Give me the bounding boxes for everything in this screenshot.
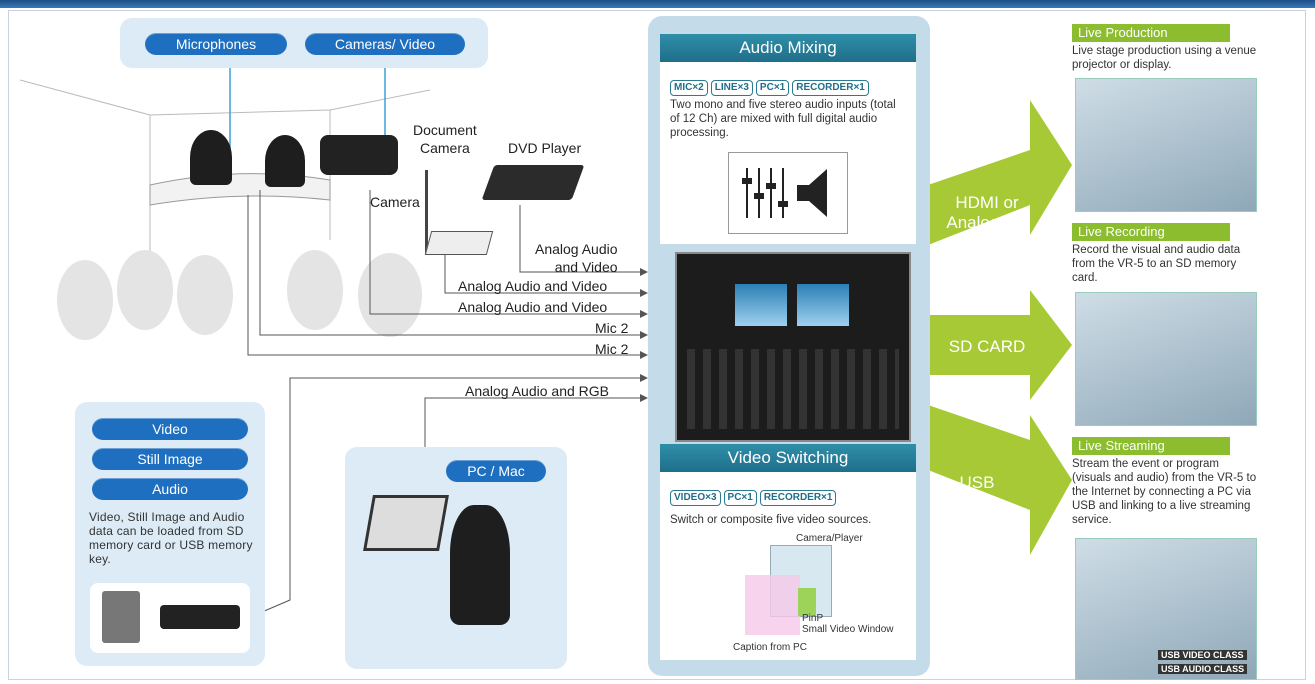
live-streaming-title: Live Streaming [1072,437,1230,455]
live-production-title: Live Production [1072,24,1230,42]
connection-label-mic-b: Mic 2 [595,341,629,357]
camera-label: Camera [370,194,420,210]
presenter-figure [190,130,232,185]
document-camera-label: Document Camera [413,122,477,156]
live-recording-photo [1075,292,1257,426]
tag-video: VIDEO×3 [670,490,721,506]
usb-audio-class-badge: USB AUDIO CLASS [1158,664,1248,674]
usb-video-class-badge: USB VIDEO CLASS [1158,650,1247,660]
output-arrow-hdmi: HDMI or Analog SD [946,193,1028,232]
tag-line: LINE×3 [710,80,753,96]
connection-label-doccam: Analog Audio and Video [458,278,608,294]
dvd-player-label: DVD Player [508,140,582,156]
media-still-image-label: Still Image [92,448,248,470]
video-switching-description: Switch or composite five video sources. [670,514,872,526]
tag-pc: PC×1 [755,80,790,96]
presenter-figure [265,135,305,187]
dvd-player-icon [481,165,585,200]
composite-layers-illustration [720,540,840,650]
connection-label-dvd: Analog Audio and Video [535,241,618,275]
tag-recorder: RECORDER×1 [792,80,869,96]
diagram-frame [8,10,1306,680]
vr5-device-image [675,252,911,442]
audio-mixing-title: Audio Mixing [660,34,916,62]
tag-pc: PC×1 [723,490,757,506]
live-production-photo [1075,78,1257,212]
live-recording-description: Record the visual and audio data from th… [1072,244,1241,284]
laptop-icon [363,495,449,551]
callout-caption-from-pc: Caption from PC [733,642,807,653]
live-production-description: Live stage production using a venue proj… [1072,45,1257,71]
cameras-video-label: Cameras/ Video [305,33,465,55]
pc-mac-label: PC / Mac [446,460,546,482]
tag-mic: MIC×2 [670,80,708,96]
output-arrow-usb: USB [959,473,995,492]
media-video-label: Video [92,418,248,440]
video-switching-title: Video Switching [660,444,916,472]
media-audio-label: Audio [92,478,248,500]
sd-card-usb-icon [90,583,250,653]
live-recording-title: Live Recording [1072,223,1230,241]
output-arrow-sd-card: SD CARD [948,337,1026,356]
media-description: Video, Still Image and Audio data can be… [89,510,253,566]
document-camera-icon [424,170,494,255]
pc-user-figure [450,505,510,625]
audio-mixing-description: Two mono and five stereo audio inputs (t… [670,99,896,139]
connection-label-camera: Analog Audio and Video [458,299,608,315]
tag-recorder: RECORDER×1 [759,490,837,506]
callout-camera-player: Camera/Player [796,533,863,544]
connection-label-mic-a: Mic 2 [595,320,629,336]
live-streaming-description: Stream the event or program (visuals and… [1072,458,1257,526]
top-banner-bar [0,0,1315,8]
connection-label-pc: Analog Audio and RGB [465,383,609,399]
callout-pinp: PinP Small Video Window [802,613,894,635]
microphones-label: Microphones [145,33,287,55]
mixer-speaker-icon [728,152,848,234]
camera-icon [320,135,398,175]
